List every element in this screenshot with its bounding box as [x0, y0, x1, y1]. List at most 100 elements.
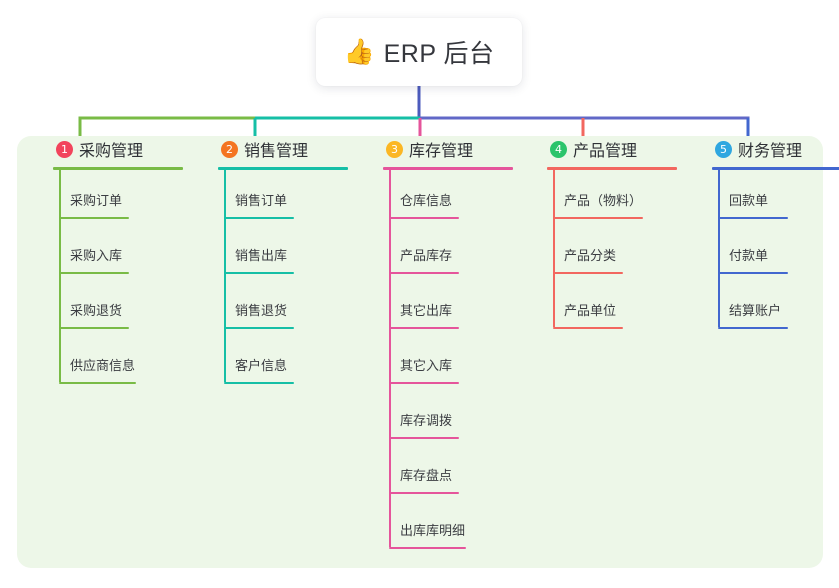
branch-item-rule — [389, 492, 459, 494]
branch-item-list-4: 产品（物料） 产品分类产品单位 — [529, 170, 695, 335]
branch-item-label: 结算账户 — [729, 303, 782, 318]
branch-item-rule — [224, 272, 294, 274]
branch-item-list-1: 采购订单采购入库采购退货供应商信息 — [35, 170, 201, 390]
branch-item[interactable]: 采购入库 — [35, 225, 201, 280]
branch-item-list-5: 回款单付款单结算账户 — [694, 170, 839, 335]
branch-item-rule — [389, 217, 459, 219]
branch-header-rule-1 — [53, 167, 183, 170]
branch-column-1: 1 采购管理采购订单采购入库采购退货供应商信息 — [35, 136, 201, 390]
branch-column-2: 2 销售管理销售订单销售出库销售退货客户信息 — [200, 136, 366, 390]
branch-item[interactable]: 库存调拨 — [365, 390, 531, 445]
branch-spine-5 — [718, 170, 720, 327]
branch-item[interactable]: 仓库信息 — [365, 170, 531, 225]
branch-item[interactable]: 采购订单 — [35, 170, 201, 225]
branch-item-label: 仓库信息 — [400, 193, 453, 208]
branch-item-label: 库存调拨 — [400, 413, 453, 428]
branch-header-2[interactable]: 2 销售管理 — [200, 136, 366, 162]
branch-title-1: 采购管理 — [79, 143, 144, 160]
root-title: ERP 后台 — [383, 40, 495, 68]
branch-item-label: 回款单 — [729, 193, 769, 208]
branch-item-rule — [224, 382, 294, 384]
branch-header-5[interactable]: 5 财务管理 — [694, 136, 839, 162]
branch-item-label: 产品库存 — [400, 248, 453, 263]
branch-item-rule — [553, 217, 643, 219]
branch-item-list-3: 仓库信息产品库存其它出库其它入库库存调拨库存盘点出库库明细 — [365, 170, 531, 555]
branch-item-rule — [389, 272, 459, 274]
branch-item-label: 其它出库 — [400, 303, 453, 318]
branch-header-1[interactable]: 1 采购管理 — [35, 136, 201, 162]
branch-item[interactable]: 结算账户 — [694, 280, 839, 335]
branch-item[interactable]: 产品分类 — [529, 225, 695, 280]
branch-item-label: 产品（物料） — [564, 193, 643, 208]
branch-item[interactable]: 其它入库 — [365, 335, 531, 390]
branch-badge-3: 3 — [386, 140, 403, 158]
branch-item[interactable]: 销售订单 — [200, 170, 366, 225]
branch-item-label: 采购订单 — [70, 193, 123, 208]
branch-spine-2 — [224, 170, 226, 382]
branch-item[interactable]: 付款单 — [694, 225, 839, 280]
branch-item-label: 采购入库 — [70, 248, 123, 263]
branch-header-4[interactable]: 4 产品管理 — [529, 136, 695, 162]
branch-item[interactable]: 供应商信息 — [35, 335, 201, 390]
thumbs-up-icon: 👍 — [343, 37, 375, 66]
branch-item-label: 销售退货 — [235, 303, 288, 318]
branch-item-rule — [59, 382, 136, 384]
branch-spine-4 — [553, 170, 555, 327]
branch-item-rule — [59, 272, 129, 274]
branch-item-label: 付款单 — [729, 248, 769, 263]
branch-item[interactable]: 出库库明细 — [365, 500, 531, 555]
branch-badge-4: 4 — [550, 140, 567, 158]
branch-header-rule-2 — [218, 167, 348, 170]
branch-column-4: 4 产品管理产品（物料） 产品分类产品单位 — [529, 136, 695, 335]
branch-item-label: 产品分类 — [564, 248, 617, 263]
branch-item-rule — [59, 217, 129, 219]
branch-spine-1 — [59, 170, 61, 382]
branch-item[interactable]: 产品库存 — [365, 225, 531, 280]
branch-header-rule-5 — [712, 167, 839, 170]
branch-item[interactable]: 销售退货 — [200, 280, 366, 335]
branch-header-3[interactable]: 3 库存管理 — [365, 136, 531, 162]
branch-item-label: 其它入库 — [400, 358, 453, 373]
branch-item-label: 出库库明细 — [400, 523, 466, 538]
branch-item-label: 库存盘点 — [400, 468, 453, 483]
branch-item-label: 产品单位 — [564, 303, 617, 318]
branch-item-label: 销售出库 — [235, 248, 288, 263]
branch-item[interactable]: 产品（物料） — [529, 170, 695, 225]
branch-item-list-2: 销售订单销售出库销售退货客户信息 — [200, 170, 366, 390]
branch-item[interactable]: 回款单 — [694, 170, 839, 225]
branch-item[interactable]: 其它出库 — [365, 280, 531, 335]
branch-header-rule-4 — [547, 167, 677, 170]
branch-item-rule — [389, 327, 459, 329]
branch-item[interactable]: 客户信息 — [200, 335, 366, 390]
branch-title-3: 库存管理 — [409, 143, 474, 160]
branch-item-rule — [224, 217, 294, 219]
branch-title-2: 销售管理 — [244, 143, 309, 160]
branch-title-5: 财务管理 — [738, 143, 803, 160]
branch-spine-3 — [389, 170, 391, 547]
branch-item-rule — [59, 327, 129, 329]
branch-badge-2: 2 — [221, 140, 238, 158]
branch-item-rule — [718, 327, 788, 329]
branch-title-4: 产品管理 — [573, 143, 638, 160]
branch-item-label: 客户信息 — [235, 358, 288, 373]
branch-item-label: 采购退货 — [70, 303, 123, 318]
branch-item-rule — [553, 272, 623, 274]
branch-item-rule — [718, 217, 788, 219]
branch-item-rule — [718, 272, 788, 274]
branch-item[interactable]: 采购退货 — [35, 280, 201, 335]
branch-item-rule — [553, 327, 623, 329]
branch-item-rule — [224, 327, 294, 329]
branch-badge-1: 1 — [56, 140, 73, 158]
branch-column-5: 5 财务管理回款单付款单结算账户 — [694, 136, 839, 335]
branch-item[interactable]: 销售出库 — [200, 225, 366, 280]
branch-badge-5: 5 — [715, 140, 732, 158]
root-node[interactable]: 👍 ERP 后台 — [316, 18, 522, 86]
branch-board: 1 采购管理采购订单采购入库采购退货供应商信息 2 销售管理销售订单销售出库销售退货客… — [17, 136, 839, 568]
branch-item-rule — [389, 437, 459, 439]
branch-item[interactable]: 产品单位 — [529, 280, 695, 335]
branch-header-rule-3 — [383, 167, 513, 170]
branch-item-label: 销售订单 — [235, 193, 288, 208]
branch-item[interactable]: 库存盘点 — [365, 445, 531, 500]
branch-item-rule — [389, 382, 459, 384]
